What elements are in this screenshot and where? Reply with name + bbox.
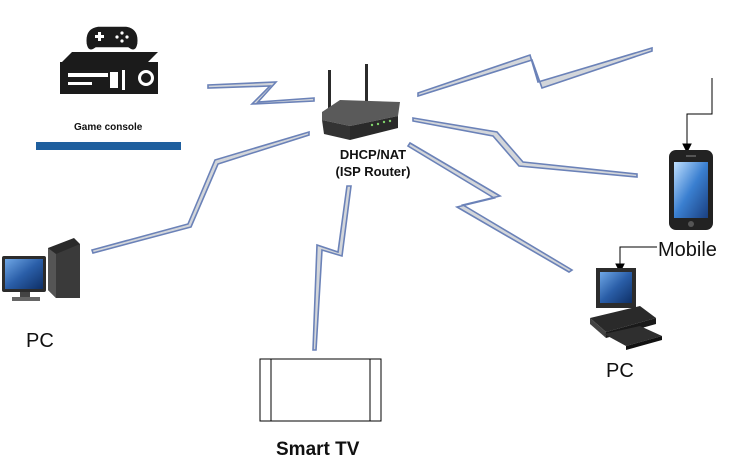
router-label-line2: (ISP Router) [335,164,411,179]
wireless-links [90,46,653,351]
game-console-label: Game console [74,122,143,133]
link-router-pc-left [90,130,310,254]
link-router-game-console [207,81,315,105]
pc-right-label: PC [606,360,634,382]
mobile-label: Mobile [657,239,718,262]
link-router-top-right [417,46,653,98]
link-router-smart-tv [312,185,352,351]
arrow-to-mobile [686,78,713,146]
desktop-pc-icon [2,238,80,301]
desktop-workstation-icon [590,268,662,350]
pc-left-label: PC [26,330,54,352]
gamepad-console-icon [60,25,158,94]
link-router-mobile [412,117,638,178]
arrow-head-mobile [682,143,692,154]
router-label-line1: DHCP/NAT [339,147,407,162]
wireless-router-icon [322,64,400,140]
watermark-bar [36,142,181,150]
tv-screen-icon [259,358,382,422]
connector-arrows [615,78,713,274]
router-label: DHCP/NAT (ISP Router) [318,146,428,180]
link-router-pc-right [406,141,574,273]
arrow-to-pc-right [619,246,659,266]
smart-tv-label: Smart TV [276,439,360,460]
smartphone-icon [669,150,713,230]
